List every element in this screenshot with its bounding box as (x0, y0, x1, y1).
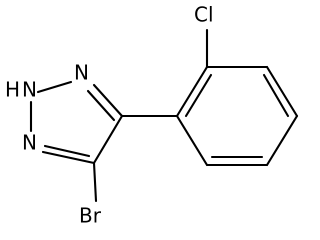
atom-label-h: H (5, 78, 20, 102)
bond-n3-c4-double (86, 89, 116, 122)
molecule-diagram: H N N N Br Cl (5, 3, 299, 228)
bond-ph3-ph4-inner (262, 73, 290, 118)
atom-label-n-nh: N (22, 78, 37, 102)
bond-ph1-ph2 (175, 65, 209, 118)
bond-n2-n3 (36, 80, 73, 94)
bond-ph1-ph2-inner (184, 73, 213, 118)
atom-label-n-lower: N (22, 131, 37, 155)
bond-c4-c5 (92, 114, 124, 165)
atom-label-n-upper: N (74, 61, 89, 85)
atom-label-br: Br (79, 204, 102, 228)
bond-c5-n1-double (43, 144, 91, 158)
structure-canvas: H N N N Br Cl (5, 3, 299, 228)
bond-ph3-ph4 (265, 65, 299, 118)
bond-ph6-ph1 (175, 114, 209, 167)
bond-n3-c4 (92, 83, 124, 118)
bond-ph4-ph5 (265, 114, 299, 167)
atom-label-cl: Cl (194, 3, 214, 27)
bond-c5-br (92, 161, 98, 203)
bond-c5-n1 (41, 150, 96, 165)
